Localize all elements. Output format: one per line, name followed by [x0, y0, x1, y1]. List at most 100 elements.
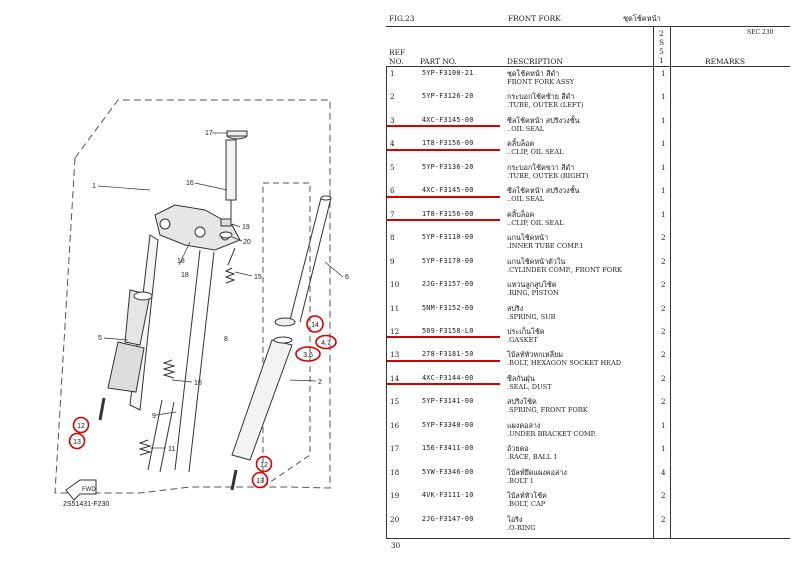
callout-12-right: 12 — [260, 462, 268, 469]
col-header-remarks: REMARKS — [705, 57, 746, 66]
row-description-english: .TUBE, OUTER (LEFT) — [507, 101, 584, 110]
row-description-thai: โบ้ลท์หัวโช้ค — [507, 491, 547, 501]
row-ref-number: 3 — [390, 115, 395, 125]
right-inner-tube — [289, 195, 332, 323]
row-part-number: 2JG-F3157-00 — [422, 280, 474, 289]
row-part-number: 5YP-F3126-20 — [422, 92, 474, 101]
row-description-thai: แกนโช้คหน้าตัวใน — [507, 256, 566, 266]
row-description-thai: คลิ้บล็อค — [507, 209, 535, 219]
table-rule-bottom — [386, 538, 790, 539]
row-part-number: 2JG-F3147-00 — [422, 514, 474, 523]
row-description-english: .CYLINDER COMP., FRONT FORK — [507, 265, 623, 274]
row-part-number: 5YW-F3346-00 — [422, 467, 474, 476]
row-description-thai: ซีลโช้คหน้า สปริงวงชั้น — [507, 115, 580, 125]
row-description-thai: ประเก็นโช้ค — [507, 326, 545, 336]
callout-11: 11 — [168, 446, 175, 453]
page-number: 30 — [391, 541, 401, 550]
row-quantity: 2 — [661, 280, 666, 290]
row-quantity: 2 — [661, 397, 666, 407]
row-description-thai: ถ้วยคอ — [507, 444, 529, 454]
header-rule-bottom — [386, 66, 790, 67]
row-quantity: 2 — [661, 491, 666, 501]
figure-title: FRONT FORK — [508, 14, 561, 23]
callout-4-7: 4,7 — [321, 340, 331, 347]
callout-8: 8 — [224, 336, 228, 343]
diagram-code: 2S51431-F230 — [63, 501, 110, 508]
row-quantity: 1 — [661, 420, 666, 430]
row-quantity: 2 — [661, 233, 666, 243]
row-description-english: .O-RING — [507, 523, 536, 532]
front-fork-exploded-diagram: 17 16 1 19 20 18 18 15 6 5 10 9 11 2 8 1… — [54, 99, 349, 501]
row-part-number: 4XC-F3144-00 — [422, 373, 474, 382]
subassembly-boundary — [262, 182, 311, 488]
row-part-number: 5NM-F3152-00 — [422, 303, 474, 312]
callout-1: 1 — [92, 183, 96, 190]
row-quantity: 2 — [661, 303, 666, 313]
row-description-english: .BOLT, HEXAGON SOCKET HEAD — [507, 359, 622, 368]
row-description-english: .BOLT 1 — [507, 476, 534, 485]
callout-5: 5 — [98, 335, 102, 342]
callout-18b: 18 — [181, 272, 189, 279]
row-quantity: 2 — [661, 326, 666, 336]
hex-bolt-left — [98, 397, 106, 421]
row-ref-number: 15 — [390, 397, 400, 407]
under-bracket — [154, 204, 241, 251]
callout-20: 20 — [243, 239, 251, 246]
row-description-thai: โบ้ลท์หัวหกเหลี่ยม — [507, 350, 563, 360]
section-code: SEC 230 — [747, 29, 774, 36]
qty-column-divider-left — [653, 26, 654, 538]
row-description-english: ..OIL SEAL — [507, 124, 545, 133]
callout-17: 17 — [205, 130, 213, 137]
header-rule-top — [386, 26, 790, 27]
row-quantity: 1 — [661, 92, 666, 102]
row-highlight-underline — [387, 383, 500, 386]
row-description-english: ..CLIP, OIL SEAL — [507, 218, 564, 227]
row-part-number: 4XC-F3145-00 — [422, 186, 474, 195]
col-header-qty-0: 2 — [659, 29, 664, 38]
row-part-number: 5YP-F3340-00 — [422, 420, 474, 429]
row-description-thai: ซีลโช้คหน้า สปริงวงชั้น — [507, 186, 580, 196]
row-part-number: 509-F3158-L0 — [422, 326, 474, 335]
row-description-english: ..CLIP, OIL SEAL — [507, 148, 564, 157]
right-fork-outer-tube — [231, 317, 296, 461]
row-ref-number: 20 — [390, 514, 400, 524]
row-ref-number: 7 — [390, 209, 395, 219]
col-header-qty-1: S — [659, 38, 665, 47]
row-description-english: .GASKET — [507, 335, 538, 344]
row-quantity: 2 — [661, 373, 666, 383]
callout-12-left: 12 — [77, 423, 85, 430]
row-description-thai: แหวนลูกสูบโช้ค — [507, 280, 557, 290]
row-part-number: 4VK-F3111-10 — [422, 491, 474, 500]
row-part-number: 4XC-F3145-00 — [422, 115, 474, 124]
row-highlight-underline — [387, 219, 500, 222]
row-part-number: 5YP-F3110-00 — [422, 233, 474, 242]
col-header-part-no: PART NO. — [420, 57, 457, 66]
row-description-thai: สปริงโช้ค — [507, 397, 537, 407]
row-description-english: .INNER TUBE COMP.1 — [507, 242, 584, 251]
row-quantity: 1 — [661, 209, 666, 219]
callout-6: 6 — [345, 274, 349, 281]
callout-16: 16 — [186, 180, 194, 187]
col-header-ref-no: NO. — [389, 57, 404, 66]
row-description-thai: โบ้ลท์ยึดแผงคอล่าง — [507, 467, 567, 477]
fwd-label: FWD — [82, 487, 96, 493]
left-fork-outer-tube — [107, 234, 159, 411]
leader-lines — [97, 132, 344, 449]
figure-title-thai: ชุดโช้คหน้า — [623, 14, 661, 23]
row-description-english: .SPRING, SUB — [507, 312, 556, 321]
table-left-border — [386, 66, 387, 538]
row-quantity: 1 — [661, 115, 666, 125]
col-header-ref: REF — [389, 48, 406, 57]
qty-column-divider-right — [670, 26, 671, 538]
row-part-number: 156-F3411-00 — [422, 444, 474, 453]
row-description-thai: สปริง — [507, 303, 524, 313]
row-quantity: 1 — [661, 444, 666, 454]
fwd-arrow-icon: FWD — [65, 479, 97, 501]
row-part-number: 278-F3181-50 — [422, 350, 474, 359]
row-description-english: FRONT FORK ASSY — [507, 78, 575, 86]
row-part-number: 1T8-F3156-00 — [422, 209, 474, 218]
row-description-thai: แกนโช้คหน้า — [507, 233, 549, 243]
row-description-thai: ซีลกันฝุ่น — [507, 373, 535, 383]
row-ref-number: 12 — [390, 326, 400, 336]
col-header-qty-3: 1 — [659, 56, 664, 65]
